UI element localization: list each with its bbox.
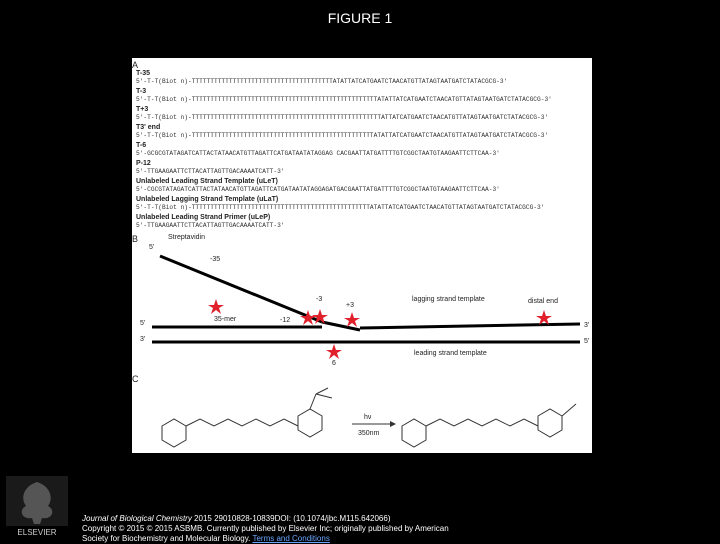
- copyright-line: Copyright © 2015 © 2015 ASBMB. Currently…: [82, 524, 449, 533]
- label-streptavidin: Streptavidin: [168, 234, 205, 241]
- sequence-text: 5'-T-T(Biot n)-TTTTTTTTTTTTTTTTTTTTTTTTT…: [136, 114, 549, 121]
- sequence-header: T+3: [136, 106, 149, 113]
- elsevier-logo: ELSEVIER: [6, 476, 68, 537]
- sequence-header: Unlabeled Leading Strand Template (uLeT): [136, 178, 278, 185]
- star-m12: [300, 310, 316, 325]
- star-m3: [312, 309, 328, 324]
- label-5prime-top: 5': [149, 244, 155, 251]
- label-m3: -3: [316, 296, 323, 303]
- label-5prime-right: 5': [584, 338, 590, 345]
- sequence-text: 5'-CGCGTATAGATCATTACTATAACATGTTAGATTCATG…: [136, 186, 500, 193]
- sequence-header: T-3: [136, 88, 147, 95]
- logo-text: ELSEVIER: [17, 528, 56, 537]
- sequence-text: 5'-T-T(Biot n)-TTTTTTTTTTTTTTTTTTTTTTTTT…: [136, 96, 552, 103]
- sequence-header: Unlabeled Leading Strand Primer (uLeP): [136, 214, 271, 221]
- sequence-text: 5'-GCGCGTATAGATCATTACTATAACATGTTAGATTCAT…: [136, 150, 500, 157]
- lagging-strand-fork: [321, 320, 361, 332]
- sequence-text: 5'-TTGAAGAATTCTTACATTAGTTGACAAAATCATT-3': [136, 168, 285, 175]
- label-lagging-template: lagging strand template: [412, 296, 485, 303]
- label-m35: -35: [210, 256, 221, 263]
- star-p3: [344, 312, 360, 327]
- label-leading-template: leading strand template: [414, 350, 487, 357]
- sequence-text: 5'-T-T(Biot n)-TTTTTTTTTTTTTTTTTTTTTTTTT…: [136, 132, 549, 139]
- sequence-text: 5'-T-T(Biot n)-TTTTTTTTTTTTTTTTTTTTTTTTT…: [136, 204, 545, 211]
- figure-title: FIGURE 1: [327, 10, 393, 26]
- label-hv: hν: [364, 414, 372, 421]
- label-5prime-primer: 5': [140, 320, 146, 327]
- society-text: Society for Biochemistry and Molecular B…: [82, 534, 251, 543]
- panel-a-letter: A: [132, 60, 139, 70]
- sequence-header: Unlabeled Lagging Strand Template (uLaT): [136, 196, 279, 203]
- lagging-strand-upstream: [159, 254, 323, 324]
- terms-link[interactable]: Terms and Conditions: [252, 534, 330, 543]
- sequence-header: T3' end: [136, 124, 161, 131]
- lagging-strand-template: [359, 322, 581, 330]
- sequence-text: 5'-T-T(Biot n)-TTTTTTTTTTTTTTTTTTTTTTTTT…: [136, 78, 508, 85]
- panel-c-letter: C: [132, 374, 139, 384]
- sequence-header: T-6: [136, 142, 147, 149]
- label-350nm: 350nm: [358, 430, 380, 437]
- citation-footer: Journal of Biological Chemistry 2015 290…: [82, 514, 712, 544]
- journal-name: Journal of Biological Chemistry: [82, 514, 192, 523]
- label-35mer: 35-mer: [214, 316, 237, 323]
- photocrosslink-scheme: [161, 387, 577, 448]
- sequence-header: T-35: [136, 70, 151, 77]
- structure-right: [401, 403, 577, 448]
- sequence-header: P-12: [136, 160, 151, 167]
- label-p3: +3: [346, 302, 354, 309]
- structure-left: [161, 387, 333, 448]
- citation-details: 2015 29010828-10839DOI: (10.1074/jbc.M11…: [191, 514, 391, 523]
- panel-b-letter: B: [132, 234, 139, 244]
- label-3prime-left: 3': [140, 336, 146, 343]
- star-distal: [536, 310, 552, 325]
- label-3prime-right: 3': [584, 322, 590, 329]
- star-m35: [208, 299, 224, 314]
- star-6: [326, 344, 342, 359]
- label-distal-end: distal end: [528, 298, 558, 305]
- replication-fork-diagram: [152, 254, 581, 359]
- label-m12: -12: [280, 317, 291, 324]
- label-6: 6: [332, 360, 336, 367]
- sequence-text: 5'-TTGAAGAATTCTTACATTAGTTGACAAAATCATT-3': [136, 222, 285, 229]
